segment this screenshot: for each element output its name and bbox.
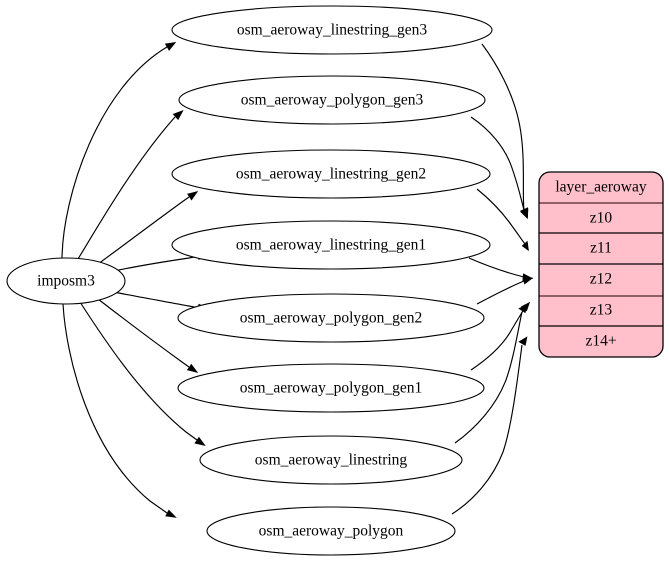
- arrowhead-z10-b: [520, 207, 529, 218]
- edge-linestring-to-z13: [454, 311, 523, 444]
- table-row-z13[interactable]: z13: [590, 302, 613, 319]
- edge-imposm3-to-linestring: [79, 301, 198, 441]
- node-osm_aeroway_polygon[interactable]: osm_aeroway_polygon: [206, 506, 456, 556]
- node-imposm3[interactable]: imposm3: [6, 257, 126, 305]
- node-label-linestring-gen2: osm_aeroway_linestring_gen2: [236, 166, 426, 183]
- edge-imposm3-to-polygon-gen1: [97, 298, 190, 368]
- arrowhead-linestring: [194, 436, 206, 446]
- node-label-polygon-gen1: osm_aeroway_polygon_gen1: [240, 380, 423, 397]
- node-shape-polygon-gen1: [177, 363, 485, 413]
- edge-linestring-gen2-to-z11: [476, 188, 526, 245]
- table-row-z12[interactable]: z12: [590, 271, 612, 288]
- node-shape-linestring-gen2: [171, 149, 491, 199]
- edge-imposm3-to-linestring-gen1: [113, 255, 200, 272]
- layer-aeroway-table[interactable]: layer_aeroway z10 z11 z12 z13 z14+: [538, 171, 664, 358]
- node-shape-linestring: [199, 435, 463, 485]
- arrowhead-linestring-gen3: [164, 41, 177, 51]
- node-label-polygon-gen2: osm_aeroway_polygon_gen2: [240, 310, 423, 327]
- arrowhead-polygon-gen3: [172, 110, 184, 121]
- arrowhead-z12-b: [522, 277, 534, 285]
- edge-imposm3-to-polygon: [62, 303, 168, 514]
- node-shape-polygon-gen2: [177, 293, 485, 343]
- node-imposm3-shape: [6, 257, 126, 305]
- node-osm_aeroway_linestring_gen1[interactable]: osm_aeroway_linestring_gen1: [171, 220, 491, 270]
- node-shape-polygon-gen3: [178, 75, 486, 125]
- node-label-linestring-gen1: osm_aeroway_linestring_gen1: [236, 237, 426, 254]
- node-osm_aeroway_linestring_gen3[interactable]: osm_aeroway_linestring_gen3: [171, 5, 493, 55]
- node-label-polygon-gen3: osm_aeroway_polygon_gen3: [241, 92, 424, 109]
- edge-polygon-to-z14: [451, 344, 523, 515]
- edge-polygon-gen3-to-z10: [470, 116, 525, 211]
- node-label-polygon: osm_aeroway_polygon: [259, 523, 404, 540]
- edge-imposm3-to-polygon-gen2: [113, 291, 200, 309]
- node-osm_aeroway_linestring_gen2[interactable]: osm_aeroway_linestring_gen2: [171, 149, 491, 199]
- table-border: [538, 171, 664, 358]
- edge-imposm3-to-linestring-gen2: [97, 196, 190, 265]
- table-header-label: layer_aeroway: [555, 179, 646, 196]
- table-row-z11[interactable]: z11: [590, 240, 612, 257]
- table-row-z10[interactable]: z10: [590, 210, 613, 227]
- arrowhead-polygon: [165, 509, 177, 518]
- edge-group-tables-to-layer: [451, 43, 534, 515]
- edge-linestring-gen1-to-z12: [468, 257, 525, 278]
- node-label-linestring-gen3: osm_aeroway_linestring_gen3: [237, 22, 428, 39]
- edge-imposm3-to-polygon-gen3: [77, 116, 176, 260]
- node-shape-polygon: [206, 506, 456, 556]
- node-shape-linestring-gen1: [171, 220, 491, 270]
- arrowhead-z13-b: [518, 303, 528, 314]
- node-shape-linestring-gen3: [171, 5, 493, 55]
- edge-linestring-gen3-to-z10: [481, 43, 525, 212]
- node-imposm3-label: imposm3: [37, 273, 95, 290]
- edge-imposm3-to-linestring-gen3: [61, 46, 168, 259]
- arrowhead-polygon-gen1: [186, 363, 199, 373]
- arrowhead-z14: [518, 336, 528, 346]
- node-osm_aeroway_polygon_gen1[interactable]: osm_aeroway_polygon_gen1: [177, 363, 485, 413]
- node-osm_aeroway_polygon_gen3[interactable]: osm_aeroway_polygon_gen3: [178, 75, 486, 125]
- node-osm_aeroway_polygon_gen2[interactable]: osm_aeroway_polygon_gen2: [177, 293, 485, 343]
- node-osm_aeroway_linestring[interactable]: osm_aeroway_linestring: [199, 435, 463, 485]
- arrowhead-linestring-gen2: [187, 191, 199, 201]
- node-label-linestring: osm_aeroway_linestring: [255, 452, 408, 469]
- arrowhead-z11: [521, 240, 529, 252]
- edge-polygon-gen2-to-z12: [476, 280, 525, 305]
- table-row-z14plus[interactable]: z14+: [585, 333, 616, 350]
